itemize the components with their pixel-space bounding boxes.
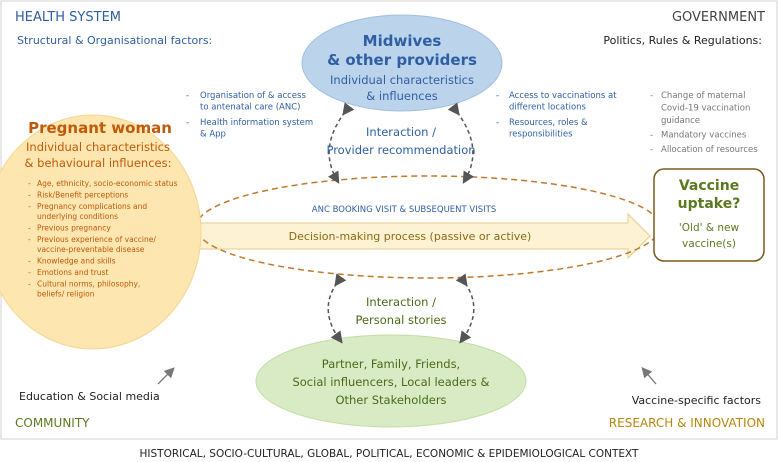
interaction-top-line-1: Interaction /: [366, 125, 436, 139]
partner-line-3: Other Stakeholders: [335, 393, 446, 407]
health-item-text: Organisation of & access: [200, 91, 306, 101]
health-item-text: Health information system: [200, 118, 313, 128]
pregnant-item-bullet: -: [28, 179, 31, 188]
provider-item-bullet: -: [496, 118, 499, 128]
government-item-text: guidance: [661, 116, 700, 126]
decision-text: Decision-making process (passive or acti…: [289, 230, 532, 243]
interaction-bottom-line-2: Personal stories: [355, 313, 446, 327]
midwives-title-1: Midwives: [363, 32, 442, 50]
provider-item-text: responsibilities: [509, 130, 573, 140]
partner-ellipse: [255, 334, 527, 428]
health-item-bullet: -: [186, 91, 189, 101]
pregnant-item-bullet: -: [28, 280, 31, 289]
pregnant-ellipse: [0, 114, 202, 350]
midwives-sub-1: Individual characteristics: [330, 73, 474, 87]
community-subtitle: Education & Social media: [19, 390, 160, 403]
partner-line-1: Partner, Family, Friends,: [322, 357, 460, 371]
pregnant-sub-2: & behavioural influences:: [25, 156, 172, 170]
pregnant-item-text: Risk/Benefit perceptions: [37, 191, 128, 200]
pregnant-item-bullet: -: [28, 268, 31, 277]
pregnant-item-text: beliefs/ religion: [37, 290, 95, 299]
government-subtitle: Politics, Rules & Regulations:: [603, 34, 762, 47]
context-footer: HISTORICAL, SOCIO-CULTURAL, GLOBAL, POLI…: [140, 448, 640, 460]
interaction-bottom-line-1: Interaction /: [366, 295, 436, 309]
provider-item-text: Resources, roles &: [509, 118, 588, 128]
interaction-bottom-left-arrow: [327, 273, 347, 344]
vaccine-box: [653, 168, 765, 262]
pregnant-item-text: Pregnancy complications and: [37, 202, 147, 211]
pregnant-item-bullet: -: [28, 235, 31, 244]
pregnant-item-bullet: -: [28, 257, 31, 266]
vaccine-sub-1: 'Old' & new: [679, 222, 740, 234]
government-item-text: Change of maternal: [661, 91, 746, 101]
health-item-bullet: -: [186, 118, 189, 128]
government-item-bullet: -: [650, 91, 653, 101]
midwives-title-2: & other providers: [327, 51, 477, 69]
government-item-bullet: -: [650, 145, 653, 155]
anc-title: ANC BOOKING VISIT & SUBSEQUENT VISITS: [312, 205, 496, 215]
health-system-list: - Organisation of & access to antenatal ca…: [186, 91, 313, 140]
interaction-bottom-right-arrow: [455, 273, 475, 344]
pregnant-factor-list: -Age, ethnicity, socio-economic status-R…: [28, 179, 178, 299]
vaccine-sub-2: vaccine(s): [682, 238, 736, 250]
midwives-ellipse: [301, 14, 503, 112]
decision-arrow: [194, 212, 651, 260]
pregnant-item-text: Age, ethnicity, socio-economic status: [37, 179, 178, 188]
health-item-text: to antenatal care (ANC): [200, 103, 300, 113]
health-system-label: HEALTH SYSTEM: [15, 10, 121, 25]
interaction-top-left-arrow: [328, 102, 355, 184]
vaccine-title-2: uptake?: [678, 196, 741, 212]
pregnant-item-text: Previous experience of vaccine/: [37, 235, 156, 244]
pregnant-sub-1: Individual characteristics: [26, 140, 170, 154]
interaction-top-right-arrow: [447, 102, 474, 184]
pregnant-item-text: vaccine-preventable disease: [37, 245, 145, 254]
pregnant-item-bullet: -: [28, 202, 31, 211]
pregnant-item-text: Cultural norms, philosophy,: [37, 280, 140, 289]
provider-item-text: Access to vaccinations at: [509, 91, 617, 101]
vaccine-title-1: Vaccine: [679, 178, 739, 194]
research-arrow: [641, 367, 657, 385]
pregnant-item-bullet: -: [28, 224, 31, 233]
community-label: COMMUNITY: [15, 416, 90, 430]
pregnant-title: Pregnant woman: [28, 119, 172, 137]
government-item-text: Covid-19 vaccination: [661, 104, 750, 114]
midwives-sub-2: & influences: [366, 89, 437, 103]
government-item-bullet: -: [650, 131, 653, 141]
health-system-subtitle: Structural & Organisational factors:: [17, 34, 212, 47]
provider-item-bullet: -: [496, 91, 499, 101]
research-subtitle: Vaccine-specific factors: [632, 394, 762, 407]
research-label: RESEARCH & INNOVATION: [609, 416, 765, 430]
government-item-text: Mandatory vaccines: [661, 131, 747, 141]
pregnant-item-text: Previous pregnancy: [37, 224, 111, 233]
pregnant-item-text: Emotions and trust: [37, 268, 108, 277]
government-item-text: Allocation of resources: [661, 145, 758, 155]
interaction-top-line-2: Provider recommendation: [326, 143, 475, 157]
pregnant-item-text: Knowledge and skills: [37, 257, 116, 266]
community-arrow: [157, 367, 175, 385]
provider-item-text: different locations: [509, 103, 587, 113]
health-item-text: & App: [200, 130, 226, 140]
pregnant-item-text: underlying conditions: [37, 212, 118, 221]
pregnant-item-bullet: -: [28, 191, 31, 200]
partner-line-2: Social influencers, Local leaders &: [292, 375, 489, 389]
government-label: GOVERNMENT: [672, 10, 765, 25]
